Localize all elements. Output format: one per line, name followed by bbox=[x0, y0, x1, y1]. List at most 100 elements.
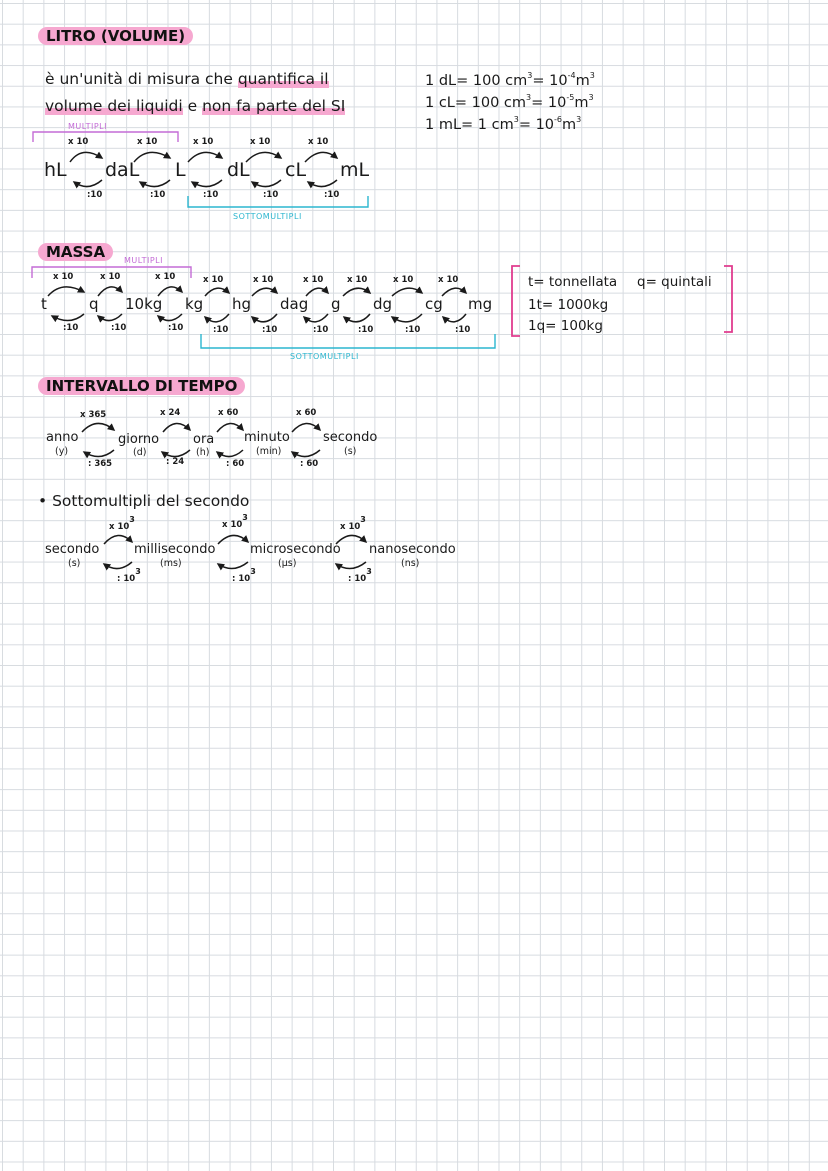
div-label: :10 bbox=[405, 325, 421, 335]
div-label: :10 bbox=[87, 190, 103, 200]
mult-label: x 60 bbox=[296, 408, 317, 418]
mult-label: x 10 bbox=[193, 137, 214, 147]
unit-dal: daL bbox=[105, 159, 140, 181]
unit-t: t bbox=[41, 295, 47, 313]
unit-10kg: 10kg bbox=[125, 295, 163, 313]
desc-highlight: non fa parte del SI bbox=[202, 97, 346, 115]
note-1q: 1q= 100kg bbox=[528, 318, 603, 334]
litro-multipli-tag: MULTIPLI bbox=[68, 122, 107, 131]
div-label: : 103 bbox=[348, 567, 372, 585]
abbr-y: (y) bbox=[55, 446, 69, 457]
arrow-div bbox=[203, 313, 230, 324]
heading-tempo: INTERVALLO DI TEMPO bbox=[38, 377, 246, 395]
mult-label: x 10 bbox=[100, 272, 121, 282]
bracket-notes-left bbox=[511, 265, 520, 337]
arrow-div bbox=[334, 561, 367, 571]
arrow-mult bbox=[81, 422, 116, 433]
unit-mg: mg bbox=[468, 295, 493, 313]
mult-label: x 103 bbox=[222, 513, 248, 531]
unit-l: L bbox=[175, 159, 186, 181]
div-label: :10 bbox=[455, 325, 471, 335]
abbr-us: (µs) bbox=[278, 558, 297, 569]
litro-sottomultipli-tag: SOTTOMULTIPLI bbox=[233, 212, 302, 221]
abbr-ms: (ms) bbox=[160, 558, 182, 569]
div-label: :10 bbox=[358, 325, 374, 335]
heading-litro: LITRO (VOLUME) bbox=[38, 27, 194, 45]
unit-cl: cL bbox=[285, 159, 307, 181]
div-label: :10 bbox=[262, 325, 278, 335]
formula-dl: 1 dL= 100 cm3= 10-4m3 bbox=[425, 71, 595, 90]
unit-minuto: minuto bbox=[244, 430, 290, 445]
unit-nanosecondo: nanosecondo bbox=[369, 542, 456, 557]
unit-cg: cg bbox=[425, 295, 443, 313]
arrow-mult bbox=[187, 151, 224, 163]
div-label: : 103 bbox=[117, 567, 141, 585]
div-label: : 24 bbox=[166, 457, 185, 467]
arrow-div bbox=[302, 313, 329, 324]
mult-label: x 24 bbox=[160, 408, 181, 418]
heading-massa: MASSA bbox=[38, 243, 114, 261]
unit-q: q bbox=[89, 295, 99, 313]
arrow-mult bbox=[291, 422, 322, 433]
formula-ml: 1 mL= 1 cm3= 10-6m3 bbox=[425, 115, 582, 134]
unit-secondo: secondo bbox=[323, 430, 378, 445]
arrow-div bbox=[216, 561, 249, 571]
arrow-div bbox=[96, 313, 123, 323]
arrow-mult bbox=[251, 286, 279, 297]
div-label: :10 bbox=[213, 325, 229, 335]
mult-label: x 10 bbox=[53, 272, 74, 282]
abbr-d: (d) bbox=[133, 447, 147, 458]
div-label: :10 bbox=[111, 323, 127, 333]
abbr-s: (s) bbox=[68, 558, 81, 569]
litro-description-line1: è un'unità di misura che quantifica il bbox=[45, 66, 329, 92]
arrow-mult bbox=[305, 286, 330, 297]
arrow-mult bbox=[391, 286, 424, 297]
arrow-mult bbox=[335, 534, 368, 545]
massa-sottomultipli-tag: SOTTOMULTIPLI bbox=[290, 352, 359, 361]
arrow-mult bbox=[97, 285, 124, 297]
div-label: : 103 bbox=[232, 567, 256, 585]
arrow-div bbox=[306, 179, 338, 189]
mult-label: x 10 bbox=[203, 275, 224, 285]
abbr-min: (min) bbox=[256, 446, 282, 457]
unit-hl: hL bbox=[44, 159, 67, 181]
arrow-div bbox=[441, 313, 467, 324]
div-label: :10 bbox=[63, 323, 79, 333]
mult-label: x 10 bbox=[68, 137, 89, 147]
bracket-litro-sottomultipli bbox=[187, 196, 369, 208]
arrow-mult bbox=[162, 422, 192, 433]
div-label: :10 bbox=[263, 190, 279, 200]
bracket-notes-right bbox=[724, 265, 733, 333]
arrow-div bbox=[50, 313, 85, 323]
abbr-ns: (ns) bbox=[401, 558, 420, 569]
div-label: : 60 bbox=[226, 459, 245, 469]
arrow-mult bbox=[216, 422, 245, 433]
unit-giorno: giorno bbox=[118, 432, 160, 447]
arrow-mult bbox=[204, 286, 231, 297]
arrow-div bbox=[390, 313, 423, 324]
unit-hg: hg bbox=[232, 295, 252, 313]
arrow-div bbox=[160, 449, 191, 459]
arrow-mult bbox=[342, 286, 372, 297]
div-label: :10 bbox=[168, 323, 184, 333]
arrow-div bbox=[250, 313, 278, 324]
div-label: :10 bbox=[324, 190, 340, 200]
mult-label: x 103 bbox=[109, 515, 135, 533]
arrow-mult bbox=[47, 285, 86, 297]
bracket-massa-sottomultipli bbox=[200, 334, 496, 349]
desc-highlight: volume dei liquidi bbox=[45, 97, 183, 115]
mult-label: x 10 bbox=[303, 275, 324, 285]
div-label: : 60 bbox=[300, 459, 319, 469]
mult-label: x 60 bbox=[218, 408, 239, 418]
mult-label: x 10 bbox=[137, 137, 158, 147]
div-label: :10 bbox=[150, 190, 166, 200]
unit-dg: dg bbox=[373, 295, 393, 313]
arrow-div bbox=[190, 179, 223, 189]
desc-highlight: quantifica il bbox=[237, 70, 329, 88]
arrow-mult bbox=[304, 151, 339, 163]
mult-label: x 365 bbox=[80, 410, 107, 420]
arrow-mult bbox=[217, 534, 250, 545]
mult-label: x 10 bbox=[308, 137, 329, 147]
mult-label: x 10 bbox=[438, 275, 459, 285]
